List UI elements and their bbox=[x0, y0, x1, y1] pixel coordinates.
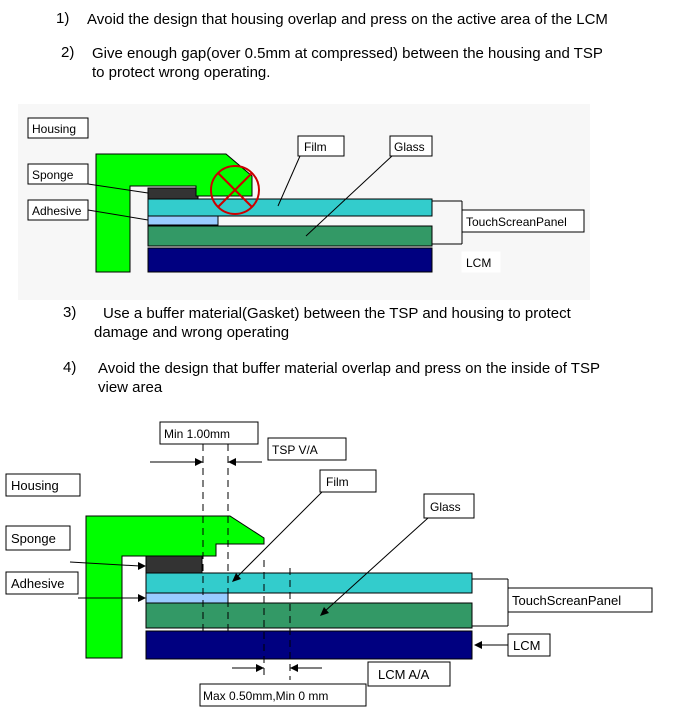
instruction-4-line-1: Avoid the design that buffer material ov… bbox=[98, 360, 600, 377]
film-layer bbox=[147, 198, 433, 217]
prohibited-mark-icon bbox=[210, 165, 260, 215]
label-box-film-1 bbox=[297, 135, 345, 157]
glass-layer bbox=[147, 225, 433, 247]
leader-sponge-1 bbox=[87, 183, 149, 194]
label-glass-1: Glass bbox=[394, 140, 425, 154]
instruction-4-number: 4) bbox=[63, 359, 77, 376]
instruction-1-text: Avoid the design that housing overlap an… bbox=[87, 11, 608, 28]
label-box-lcm-1 bbox=[461, 251, 501, 273]
label-sponge-1: Sponge bbox=[32, 168, 74, 182]
instruction-3-number: 3) bbox=[63, 304, 77, 321]
instruction-2-number: 2) bbox=[61, 44, 75, 61]
instruction-2-line-2: to protect wrong operating. bbox=[92, 64, 271, 81]
label-tsp-1: TouchScreanPanel bbox=[466, 215, 567, 229]
label-film-1: Film bbox=[304, 140, 327, 154]
label-lcm-1: LCM bbox=[466, 256, 491, 270]
label-adhesive-1: Adhesive bbox=[32, 204, 82, 218]
leader-glass-1 bbox=[305, 155, 393, 237]
adhesive-layer bbox=[147, 215, 219, 226]
leader-film-1 bbox=[277, 155, 301, 207]
sponge-block bbox=[147, 187, 199, 200]
instruction-3-line-1: Use a buffer material(Gasket) between th… bbox=[103, 305, 571, 322]
label-box-glass-1 bbox=[389, 135, 433, 157]
leader-adhesive-1 bbox=[87, 209, 149, 221]
housing-shape bbox=[95, 153, 253, 273]
lcm-layer bbox=[147, 247, 433, 273]
instruction-3-line-2: damage and wrong operating bbox=[94, 324, 290, 341]
instruction-2-line-1: Give enough gap(over 0.5mm at compressed… bbox=[92, 45, 603, 62]
instruction-4-line-2: view area bbox=[98, 379, 163, 396]
label-housing-1: Housing bbox=[32, 122, 76, 136]
instruction-1-number: 1) bbox=[56, 10, 70, 27]
label-box-housing-1 bbox=[27, 117, 89, 139]
label-box-sponge-1 bbox=[27, 163, 89, 185]
